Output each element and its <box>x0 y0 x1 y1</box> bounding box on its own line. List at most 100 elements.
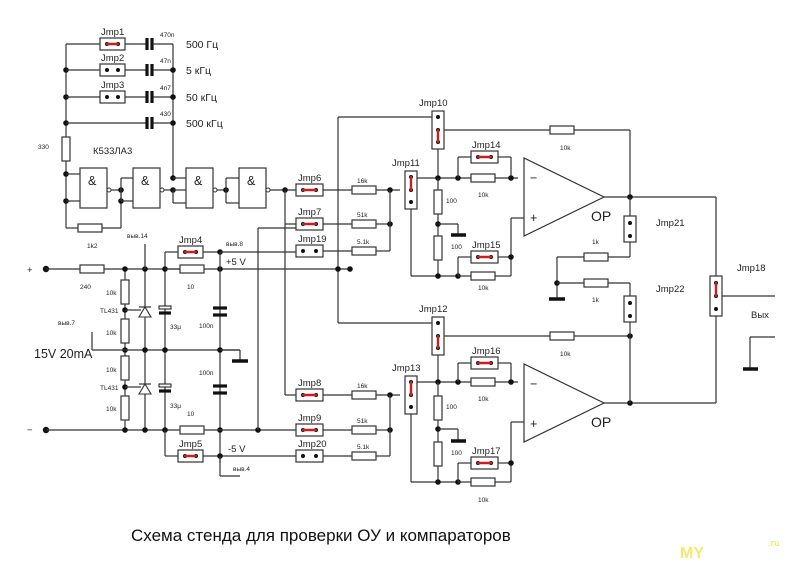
resistor-value: 240 <box>80 284 91 291</box>
svg-text:100: 100 <box>451 450 462 457</box>
jumper-jmp20[interactable] <box>295 449 324 463</box>
svg-text:Jmp18: Jmp18 <box>737 263 766 274</box>
zener-diode <box>138 305 152 318</box>
svg-text:Jmp8: Jmp8 <box>298 378 321 389</box>
svg-text:1k: 1k <box>592 239 600 246</box>
svg-text:100: 100 <box>446 404 457 411</box>
frequency-selector: Jmp1 470n 500 Гц Jmp2 47n 5 кГц Jmp3 4n7… <box>63 27 223 178</box>
svg-text:5.1k: 5.1k <box>357 239 370 246</box>
svg-text:−: − <box>530 171 537 185</box>
svg-text:Jmp17: Jmp17 <box>472 446 501 457</box>
frequency-label: 50 кГц <box>186 92 217 104</box>
svg-text:10k: 10k <box>106 406 117 413</box>
pin7-label: выв.7 <box>58 320 75 327</box>
opamp-label: OP <box>591 208 611 224</box>
input-network-bottom: Jmp8 16k Jmp9 51k Jmp20 5.1k <box>295 378 400 463</box>
regulator-label: TL431 <box>100 308 119 315</box>
zener-diode <box>138 382 152 395</box>
regulator-label: TL431 <box>100 385 119 392</box>
jumper-label: Jmp3 <box>101 80 124 91</box>
input-network-top: Jmp6 16k Jmp7 51k Jmp19 5.1k <box>285 173 400 258</box>
opamp-label: OP <box>591 414 611 430</box>
svg-text:10k: 10k <box>106 330 117 337</box>
opamp-stage-top: Jmp10 10k Jmp11 Jmp14 10k 100 <box>392 98 716 292</box>
opamp-symbol <box>523 157 606 237</box>
output-section: Jmp21 1k 1k Jmp22 Jmp18 Вых <box>549 197 775 403</box>
svg-text:Jmp19: Jmp19 <box>298 234 327 245</box>
svg-text:Jmp13: Jmp13 <box>392 363 421 374</box>
capacitor-value: 47n <box>160 58 171 65</box>
svg-text:Jmp6: Jmp6 <box>298 173 321 184</box>
svg-text:10k: 10k <box>478 285 489 292</box>
svg-text:Jmp7: Jmp7 <box>298 207 321 218</box>
watermark-suffix: .ru <box>768 538 780 548</box>
resistor-330 <box>61 136 71 162</box>
svg-text:51k: 51k <box>357 418 368 425</box>
svg-text:Jmp4: Jmp4 <box>179 235 202 246</box>
svg-text:5.1k: 5.1k <box>357 444 370 451</box>
svg-text:100: 100 <box>446 198 457 205</box>
svg-text:−: − <box>530 377 537 391</box>
resistor-value: 1k2 <box>87 243 98 250</box>
capacitor-value: 4n7 <box>160 85 171 92</box>
svg-text:100: 100 <box>451 244 462 251</box>
svg-text:+: + <box>530 417 537 431</box>
nand-gate <box>79 167 108 209</box>
svg-text:10: 10 <box>187 284 195 291</box>
frequency-label: 5 кГц <box>186 65 211 77</box>
svg-text:&: & <box>194 174 203 188</box>
pin14-label: выв.14 <box>127 233 148 240</box>
svg-text:Jmp10: Jmp10 <box>419 98 448 109</box>
svg-text:51k: 51k <box>357 212 368 219</box>
jumper-jmp3[interactable] <box>99 90 126 104</box>
svg-text:10k: 10k <box>478 497 489 504</box>
svg-text:Jmp16: Jmp16 <box>472 346 501 357</box>
svg-text:Jmp22: Jmp22 <box>656 284 685 295</box>
svg-text:10: 10 <box>187 411 195 418</box>
svg-text:Jmp12: Jmp12 <box>419 304 448 315</box>
output-label: Вых <box>751 310 769 321</box>
jumper-jmp19[interactable] <box>295 244 324 258</box>
pin4-label: выв.4 <box>233 466 250 473</box>
capacitor-value: 470n <box>160 32 175 39</box>
svg-text:Jmp21: Jmp21 <box>656 218 685 229</box>
rail-pos-label: +5 V <box>226 257 246 268</box>
resistor-value: 330 <box>38 144 49 151</box>
nand-gate <box>238 167 267 209</box>
jumper-jmp21[interactable] <box>623 215 637 243</box>
svg-text:+: + <box>530 211 537 225</box>
svg-text:&: & <box>88 174 97 188</box>
minus-terminal-label: − <box>27 425 33 436</box>
jumper-jmp2[interactable] <box>99 63 126 77</box>
svg-text:16k: 16k <box>357 383 368 390</box>
nand-gate <box>185 167 214 209</box>
rail-neg-label: -5 V <box>228 444 246 455</box>
diagram-title: Схема стенда для проверки ОУ и компарато… <box>131 526 511 545</box>
svg-text:10k: 10k <box>560 145 571 152</box>
svg-text:Jmp20: Jmp20 <box>298 439 327 450</box>
frequency-label: 500 кГц <box>186 118 223 130</box>
jumper-jmp22[interactable] <box>623 295 637 323</box>
nand-gate <box>132 167 161 209</box>
svg-text:10k: 10k <box>106 367 117 374</box>
svg-text:Jmp5: Jmp5 <box>179 439 202 450</box>
resistor-240 <box>79 264 105 274</box>
capacitor-value: 430 <box>160 111 171 118</box>
svg-text:10k: 10k <box>106 290 117 297</box>
svg-text:100n: 100n <box>199 370 214 377</box>
opamp-stage-bottom: Jmp12 10k Jmp13 Jmp16 10k 100 <box>392 304 716 504</box>
svg-text:33μ: 33μ <box>170 324 181 331</box>
plus-terminal-label: + <box>27 265 33 276</box>
svg-text:16k: 16k <box>357 178 368 185</box>
svg-text:&: & <box>141 174 150 188</box>
svg-text:Jmp15: Jmp15 <box>472 240 501 251</box>
svg-text:Jmp9: Jmp9 <box>298 413 321 424</box>
oscillator-gates: 330 К533ЛА3 & 1k2 & & <box>38 136 296 250</box>
svg-text:&: & <box>247 174 256 188</box>
svg-text:1k: 1k <box>592 297 600 304</box>
svg-text:10k: 10k <box>478 396 489 403</box>
frequency-label: 500 Гц <box>186 39 218 51</box>
svg-text:10k: 10k <box>478 192 489 199</box>
svg-text:Jmp14: Jmp14 <box>472 140 501 151</box>
